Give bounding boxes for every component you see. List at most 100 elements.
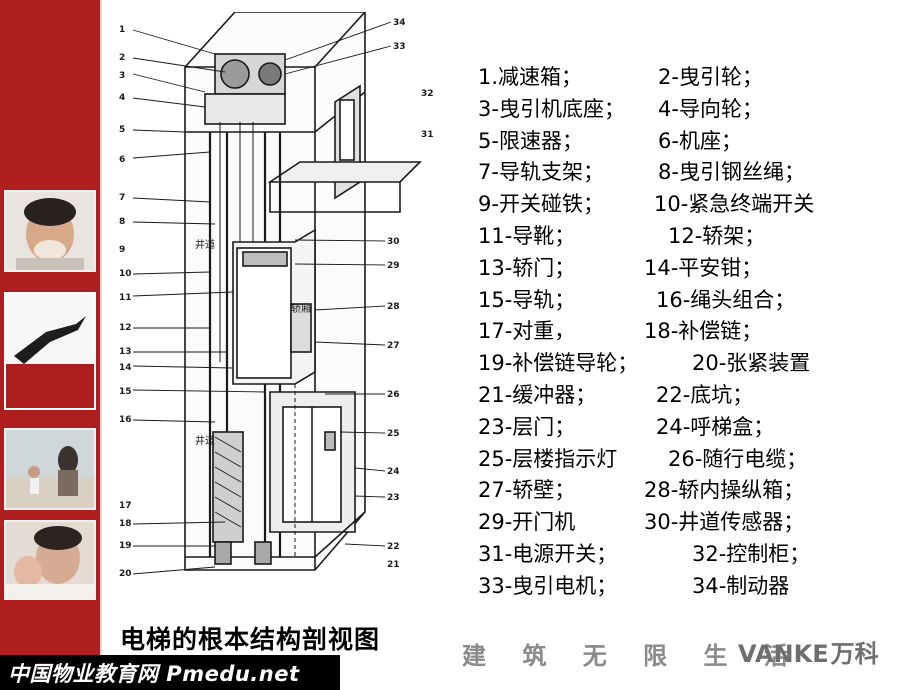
label-15: 15 [119,387,132,397]
legend-right: 28-轿内操纵箱； [644,478,805,503]
label-10: 10 [119,269,132,279]
legend-row: 25-层楼指示灯 26-随行电缆； [478,444,898,476]
legend-row: 19-补偿链导轮； 20-张紧装置 [478,348,898,380]
legend-right: 4-导向轮； [658,96,763,121]
shaft-text-lower: 井道 [195,434,215,447]
legend-left: 5-限速器； [478,128,583,153]
legend-row: 29-开门机 30-井道传感器； [478,507,898,539]
label-17: 17 [119,501,132,511]
legend-right: 20-张紧装置 [692,351,811,376]
legend-row: 13-轿门； 14-平安钳； [478,253,898,285]
legend-row: 1.减速箱； 2-曳引轮； [478,62,898,94]
legend-row: 27-轿壁； 28-轿内操纵箱； [478,475,898,507]
label-33: 33 [393,42,406,52]
label-21: 21 [387,560,400,570]
legend-left: 33-曳引电机； [478,573,618,598]
car-text: 轿厢 [291,302,311,315]
legend-left: 19-补偿链导轮； [478,351,639,376]
legend-left: 21-缓冲器； [478,382,597,407]
label-28: 28 [387,302,400,312]
legend-left: 13-轿门； [478,255,576,280]
label-30: 30 [387,237,400,247]
label-29: 29 [387,261,400,271]
legend-row: 21-缓冲器； 22-底坑； [478,380,898,412]
label-12: 12 [119,323,132,333]
label-18: 18 [119,519,132,529]
legend-right: 16-绳头组合； [656,287,796,312]
legend-right: 34-制动器 [692,573,790,598]
legend-row: 31-电源开关； 32-控制柜； [478,539,898,571]
label-7: 7 [119,193,125,203]
legend-row: 5-限速器； 6-机座； [478,126,898,158]
logo-latin: VANKE [738,640,829,668]
label-14: 14 [119,363,132,373]
legend-left: 17-对重， [478,319,576,344]
label-34: 34 [393,18,406,28]
label-4: 4 [119,93,125,103]
legend-row: 9-开关碰铁； 10-紧急终端开关 [478,189,898,221]
logo-chinese: 万科 [830,640,879,668]
legend-right: 12-轿架； [668,223,766,248]
label-11: 11 [119,293,132,303]
legend-right: 14-平安钳； [644,255,763,280]
legend-left: 11-导靴； [478,223,576,248]
label-5: 5 [119,125,125,135]
legend-right: 6-机座； [658,128,742,153]
legend-right: 18-补偿链； [644,319,763,344]
footer-site-name: 中国物业教育网 Pmedu.net [8,662,300,686]
photo-child-laughing [4,190,96,272]
legend-right: 32-控制柜； [692,541,811,566]
vanke-logo: VANKE万科 [738,634,918,670]
legend-row: 17-对重， 18-补偿链； [478,316,898,348]
legend-left: 31-电源开关； [478,541,618,566]
legend-left: 9-开关碰铁； [478,192,604,217]
label-32: 32 [421,89,434,99]
label-25: 25 [387,429,400,439]
legend-right: 10-紧急终端开关 [654,192,815,217]
legend-row: 23-层门； 24-呼梯盒； [478,412,898,444]
label-13: 13 [119,347,132,357]
label-3: 3 [119,71,125,81]
legend-row: 7-导轨支架； 8-曳引钢丝绳； [478,157,898,189]
label-31: 31 [421,130,434,140]
label-24: 24 [387,467,400,477]
legend-row: 15-导轨； 16-绳头组合； [478,285,898,317]
legend-row: 33-曳引电机； 34-制动器 [478,571,898,603]
photo-family-beach [4,428,96,510]
footer-bar [0,655,340,690]
legend-left: 1.减速箱； [478,65,583,89]
legend-left: 7-导轨支架； [478,160,604,185]
diagram-caption: 电梯的根本结构剖视图 [120,625,381,654]
legend-left: 3-曳引机底座； [478,96,625,121]
label-1: 1 [119,25,125,35]
legend-right: 22-底坑； [656,382,754,407]
legend-left: 27-轿壁； [478,478,576,503]
legend-row: 3-曳引机底座； 4-导向轮； [478,94,898,126]
label-19: 19 [119,541,132,551]
legend-left: 23-层门； [478,414,576,439]
label-9: 9 [119,245,125,255]
component-legend: 1.减速箱；2-曳引轮； 3-曳引机底座；4-导向轮； 5-限速器；6-机座； … [478,62,898,603]
legend-row: 11-导靴； 12-轿架； [478,221,898,253]
legend-right: 8-曳引钢丝绳； [658,160,805,185]
label-26: 26 [387,390,400,400]
photo-diver [4,292,96,410]
label-2: 2 [119,53,125,63]
label-23: 23 [387,493,400,503]
label-16: 16 [119,415,132,425]
legend-right: 2-曳引轮； [658,65,763,89]
legend-right: 30-井道传感器； [644,510,805,535]
legend-right: 24-呼梯盒； [656,414,775,439]
legend-right: 26-随行电缆； [668,446,808,471]
elevator-cutaway-diagram: 1 2 3 4 5 6 7 8 9 10 11 12 13 14 15 16 1… [119,12,434,579]
sidebar-divider [100,0,102,690]
legend-left: 25-层楼指示灯 [478,446,618,471]
brand-slogan: 建 筑 无 限 生 活 [462,642,802,670]
label-22: 22 [387,542,400,552]
shaft-text-upper: 井道 [195,238,215,251]
legend-left: 15-导轨； [478,287,576,312]
label-6: 6 [119,155,125,165]
legend-left: 29-开门机 [478,510,576,535]
label-8: 8 [119,217,125,227]
label-20: 20 [119,569,132,579]
